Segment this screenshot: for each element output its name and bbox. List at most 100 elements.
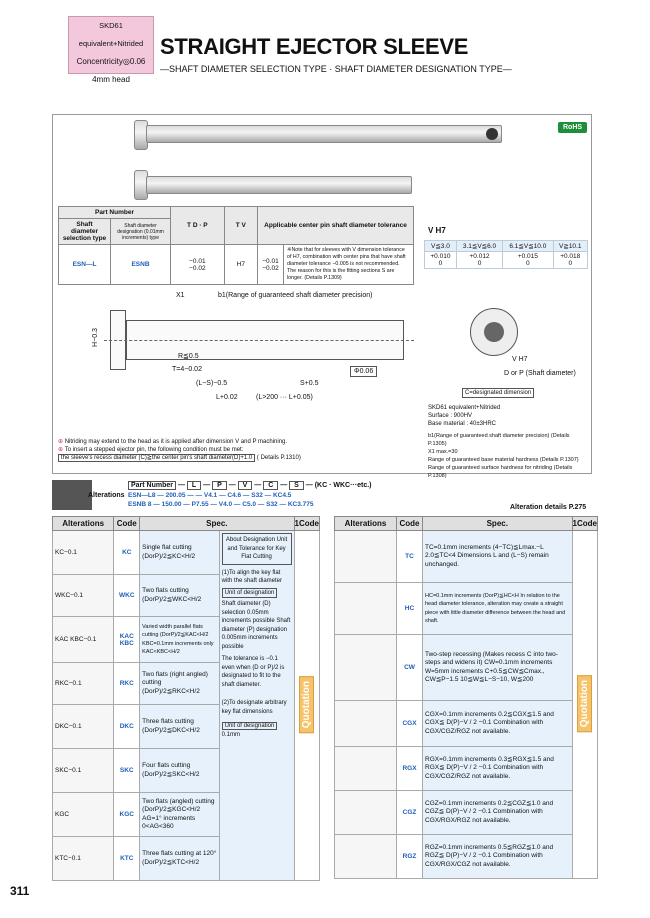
page-number: 311 [10, 884, 30, 898]
alteration-details-link[interactable]: Alteration details P.275 [510, 504, 587, 511]
about-p2: Shaft diameter (D) selection 0.05mm incr… [221, 601, 291, 650]
dim-phi: Φ0.06 [350, 366, 378, 377]
shaft-desig-header: Shaft diameter designation (0.01mm incre… [110, 218, 171, 245]
vh7-col: V≧10.1 [552, 240, 589, 252]
notes: ⊕ Nitriding may extend to the head as it… [58, 438, 418, 462]
shaft-select-header: Shaft diameter selection type [58, 218, 111, 245]
dp-tolerance: −0.01−0.02 [170, 244, 225, 285]
fig-hc [334, 582, 397, 635]
quotation-label: Quotation [299, 675, 315, 734]
alterations-table-right: Alterations Code Spec. 1Code TC TC=0.1mm… [334, 516, 599, 879]
dim-t: T=4−0.02 [172, 366, 202, 373]
about-p5: Unit of designation 0.1mm [221, 722, 292, 739]
fig-tc [334, 530, 397, 583]
col-spec: Spec. [139, 516, 295, 531]
spec-cgx: CGX=0.1mm increments 0.2≦CGX≦1.5 and CGX… [422, 700, 573, 747]
spec-rkc: Two flats (right angled) cutting (DorP)/… [139, 662, 220, 705]
spec-badge: SKD61 equivalent+Nitrided Concentricity◎… [68, 16, 154, 84]
r1-line: Range of guaranteed base material hardne… [428, 457, 579, 463]
code-hc: HC [396, 582, 423, 635]
fig-cgz [334, 790, 397, 835]
col-alterations: Alterations [334, 516, 397, 531]
code-rkc: RKC [113, 662, 141, 705]
code-wkc: WKC [113, 574, 141, 617]
badge-line2: Concentricity◎0.06 [76, 57, 146, 66]
fig-ktc: KTC−0.1 [51, 836, 115, 881]
dim-h: H−0.3 [91, 328, 99, 347]
applicable-tolerance: −0.01−0.02 [257, 244, 284, 285]
quotation-cell-right: Quotation [571, 530, 599, 879]
esnb-code: ESNB [110, 244, 171, 285]
fig-cgx [334, 700, 397, 747]
fig-kgc: KGC [51, 792, 115, 837]
v-tolerance: H7 [223, 244, 259, 285]
vh7-table: V≦3.0 3.1≦V≦6.0 6.1≦V≦10.0 V≧10.1 +0.010… [424, 240, 589, 269]
spec-skc: Four flats cutting (DorP)/2≦SKC<H/2 [139, 748, 220, 793]
col-code: Code [396, 516, 423, 531]
product-frame [52, 114, 592, 474]
code-skc: SKC [113, 748, 141, 793]
col-1code: 1Code [293, 516, 320, 531]
fig-dkc: DKC−0.1 [51, 704, 115, 749]
esn-code: ESN—L [58, 244, 111, 285]
dim-s: S+0.5 [300, 380, 319, 387]
dim-l: L+0.02 [216, 394, 238, 401]
fig-rgx [334, 746, 397, 791]
code-ktc: KTC [113, 836, 141, 881]
code-dkc: DKC [113, 704, 141, 749]
note-2: ⊕ To insert a stepped ejector pin, the f… [58, 447, 244, 453]
end-view-inner [484, 322, 504, 342]
spec-cgz: CGZ=0.1mm increments 0.2≦CGZ≦1.0 and CGZ… [422, 790, 573, 835]
about-unit: Unit of designation [221, 587, 278, 598]
vh7-col: 3.1≦V≦6.0 [455, 240, 504, 252]
spec-rgz: RGZ=0.1mm increments 0.5≦RGZ≦1.0 and RGZ… [422, 834, 573, 879]
code-cgz: CGZ [396, 790, 423, 835]
col-alterations: Alterations [51, 516, 115, 531]
v-header: T V [223, 206, 259, 245]
code-rgx: RGX [396, 746, 423, 791]
about-title: About Designation Unit and Tolerance for… [221, 533, 292, 565]
page-subtitle: —SHAFT DIAMETER SELECTION TYPE · SHAFT D… [160, 64, 512, 74]
about-p1: (1)To align the key flat with the shaft … [221, 569, 282, 585]
quotation-label: Quotation [577, 674, 593, 733]
fig-rkc: RKC−0.1 [51, 662, 115, 705]
dim-l2: (L>200 ··· L+0.05) [256, 394, 313, 401]
order-example-2: ESNB 8 — 150.00 — P7.55 — V4.0 — C5.0 — … [128, 501, 314, 508]
part-number-table: Part Number T D · P T V Applicable cente… [58, 206, 414, 285]
applicable-header: Applicable center pin shaft diameter tol… [257, 206, 414, 245]
base-line: Base material : 40±3HRC [428, 421, 496, 427]
spec-wkc: Two flats cutting (DorP)/2≦WKC<H/2 [139, 574, 220, 617]
order-example-1: ESN—L8 — 200.05 — — V4.1 — C4.6 — S32 — … [128, 492, 292, 499]
spec-tc: TC=0.1mm increments (4−TC)≦Lmax.−L 2.0≦T… [422, 530, 573, 583]
material-line: SKD61 equivalent+Nitrided [428, 405, 501, 411]
vh7-label: V H7 [428, 226, 446, 235]
vh7-col: 6.1≦V≦10.0 [502, 240, 554, 252]
spec-kac: Varied width parallel flats cutting (Dor… [139, 616, 220, 663]
tolerance-note: ※Note that for sleeves with V dimension … [283, 244, 414, 285]
about-p4: (2)To designate arbitrary key flat dimen… [221, 700, 287, 715]
b1-line: b1(Range of guaranteed shaft diameter pr… [428, 433, 570, 447]
spec-dkc: Three flats cutting (DorP)/2≦DKC<H/2 [139, 704, 220, 749]
spec-ktc: Three flats cutting at 120° (DorP)/2≦KTC… [139, 836, 220, 881]
code-cgx: CGX [396, 700, 423, 747]
code-tc: TC [396, 530, 423, 583]
fig-rgz [334, 834, 397, 879]
rohs-badge: RoHS [558, 122, 588, 133]
hardness-line: Surface : 900HV [428, 413, 473, 419]
spec-hc: HC=0.1mm increments (DorP)≦HC<H In relat… [422, 582, 573, 635]
technical-drawing: X1 b1(Range of guaranteed shaft diameter… [60, 290, 440, 410]
dim-x1: X1 [176, 292, 185, 299]
dim-ls: (L−S)−0.5 [196, 380, 228, 387]
page-title: STRAIGHT EJECTOR SLEEVE [160, 34, 469, 59]
code-kgc: KGC [113, 792, 141, 837]
spec-rgx: RGX=0.1mm increments 0.3≦RGX≦1.5 and RGX… [422, 746, 573, 791]
alterations-icon [52, 480, 92, 510]
fig-kc: KC−0.1 [51, 530, 115, 575]
center-line [104, 340, 414, 341]
code-cw: CW [396, 634, 423, 701]
r2-line: Range of guaranteed surface hardness for… [428, 465, 573, 479]
